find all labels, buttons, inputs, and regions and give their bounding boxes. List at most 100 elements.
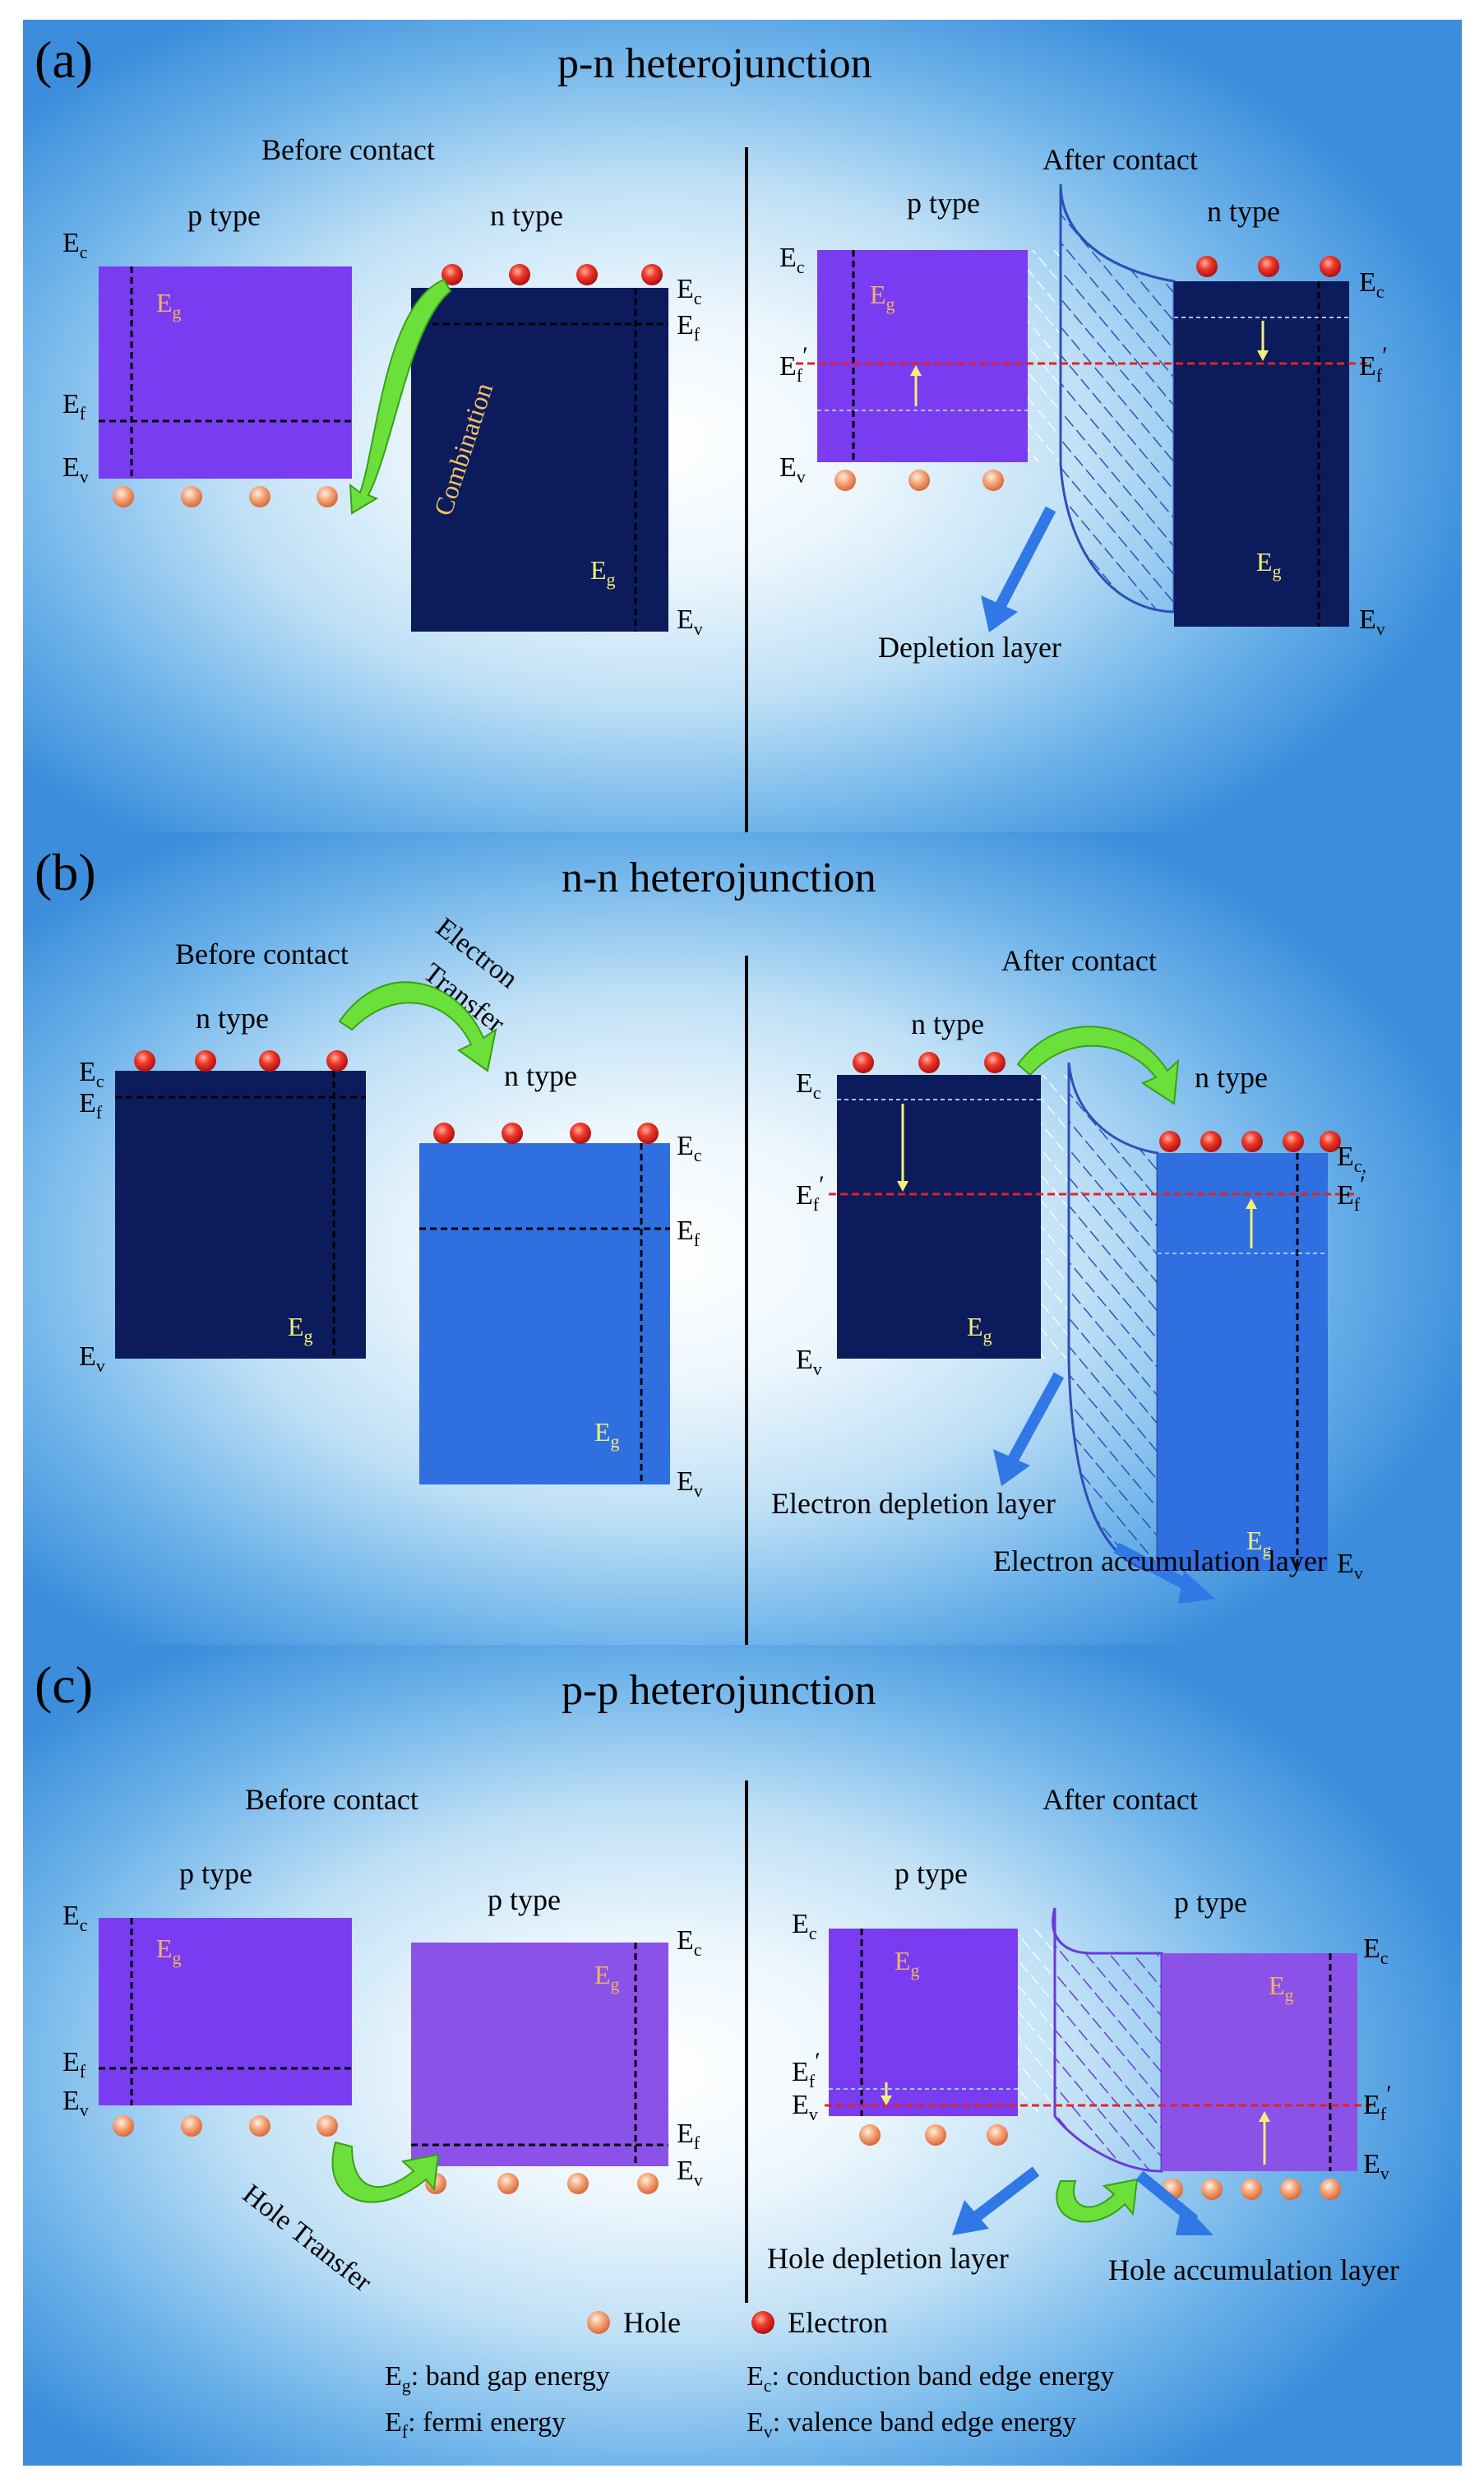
hole bbox=[249, 486, 270, 507]
band-bending-curve bbox=[1052, 1907, 1093, 1955]
ev-label: Ev bbox=[1363, 2149, 1389, 2184]
ev-label: Ev bbox=[779, 452, 806, 487]
hole bbox=[1201, 2179, 1223, 2200]
accumulation-pointer-arrow bbox=[1113, 1542, 1198, 1595]
ev-label: Ev bbox=[677, 2156, 703, 2190]
hole-transfer-arrow bbox=[331, 2141, 440, 2203]
right-type-label: p type bbox=[488, 1883, 561, 1916]
hole bbox=[637, 2173, 659, 2194]
electron-transfer-arrow bbox=[338, 981, 497, 1072]
depletion-pointer-arrow bbox=[992, 506, 1056, 615]
electron bbox=[326, 1050, 348, 1072]
band-bending-curve bbox=[1059, 183, 1175, 283]
hole bbox=[181, 2115, 202, 2137]
p-type-band bbox=[99, 1918, 352, 2105]
ec-prime-label: Ec, bbox=[1337, 1142, 1366, 1176]
n-type-band bbox=[115, 1071, 366, 1359]
electron bbox=[1200, 1131, 1222, 1152]
panel-title: n-n heterojunction bbox=[562, 854, 876, 901]
legend-ev: Ev: valence band edge energy bbox=[747, 2407, 1076, 2442]
hole bbox=[567, 2173, 589, 2194]
ev-label: Ev bbox=[79, 1341, 105, 1376]
ec-label: Ec bbox=[62, 228, 88, 262]
combination-arrow bbox=[349, 278, 452, 515]
ef-prime-label: Ef′ bbox=[792, 2048, 821, 2091]
electron bbox=[1320, 256, 1341, 277]
p-type-band bbox=[99, 266, 352, 479]
electron bbox=[1283, 1131, 1304, 1152]
ev-label: Ev bbox=[677, 1466, 703, 1501]
depletion-hatch bbox=[1018, 1929, 1055, 2116]
p-type-band bbox=[411, 1943, 668, 2166]
ef-label: Ef bbox=[62, 389, 86, 424]
ec-label: Ec bbox=[677, 1131, 702, 1165]
hole-transfer-arrow bbox=[1056, 2178, 1139, 2223]
fermi-shift-arrowhead bbox=[881, 2096, 892, 2105]
accumulation-pointer-arrowhead bbox=[1178, 1571, 1215, 1604]
ev-label: Ev bbox=[1337, 1549, 1363, 1583]
hole bbox=[925, 2124, 946, 2146]
eg-label: Eg bbox=[967, 1312, 992, 1346]
ef-prime-label: Ef′ bbox=[796, 1171, 825, 1215]
hole bbox=[1280, 2179, 1301, 2200]
electron bbox=[502, 1123, 523, 1144]
depletion-layer-label: Depletion layer bbox=[878, 631, 1061, 664]
right-type-label: n type bbox=[490, 199, 563, 232]
ef-prime-label: Ef′ bbox=[779, 342, 808, 386]
electron bbox=[259, 1050, 280, 1072]
p-type-band bbox=[829, 1929, 1018, 2116]
ef-prime-label: Ef′ bbox=[1359, 342, 1388, 386]
left-type-label: p type bbox=[895, 1857, 968, 1890]
n-type-band bbox=[1158, 1153, 1328, 1571]
electron bbox=[195, 1050, 216, 1072]
eg-label: Eg bbox=[1256, 547, 1282, 581]
hole bbox=[497, 2173, 519, 2194]
electron bbox=[509, 264, 530, 285]
eg-label: Eg bbox=[156, 1934, 182, 1968]
fermi-shift-arrowhead bbox=[1246, 1198, 1257, 1209]
electron-transfer-arrow bbox=[1016, 1026, 1180, 1105]
legend-hole-label: Hole bbox=[623, 2306, 681, 2339]
eg-label: Eg bbox=[594, 1417, 620, 1452]
accumulation-region bbox=[1067, 1062, 1159, 1574]
ef-prime-label: Ef′ bbox=[1337, 1171, 1366, 1215]
left-type-label: n type bbox=[911, 1007, 984, 1040]
panel-letter: (a) bbox=[35, 30, 93, 89]
hole-depletion-label: Hole depletion layer bbox=[767, 2242, 1009, 2275]
hole bbox=[1241, 2179, 1262, 2200]
electron bbox=[918, 1052, 940, 1073]
ec-label: Ec bbox=[1359, 267, 1385, 302]
eg-label: Eg bbox=[590, 555, 616, 590]
eg-label: Eg bbox=[288, 1312, 313, 1346]
hole bbox=[113, 486, 134, 507]
accumulation-pointer-arrowhead bbox=[1176, 2202, 1214, 2235]
ec-label: Ec bbox=[1363, 1934, 1389, 1968]
legend-ec: Ec: conduction band edge energy bbox=[747, 2361, 1114, 2396]
ev-label: Ev bbox=[62, 452, 89, 487]
panel-title: p-n heterojunction bbox=[557, 40, 872, 87]
electron bbox=[853, 1052, 874, 1073]
after-contact-label: After contact bbox=[1042, 143, 1198, 176]
electron bbox=[1159, 1131, 1181, 1152]
electron bbox=[641, 264, 663, 285]
electron bbox=[984, 1052, 1006, 1073]
before-contact-label: Before contact bbox=[175, 938, 349, 970]
hole bbox=[113, 2115, 134, 2137]
left-type-label: p type bbox=[187, 199, 261, 232]
eg-label: Eg bbox=[870, 280, 895, 314]
n-type-band bbox=[411, 288, 668, 632]
hole bbox=[1320, 2179, 1341, 2200]
ec-label: Ec bbox=[677, 1925, 702, 1960]
eg-label: Eg bbox=[156, 288, 182, 322]
left-type-label: p type bbox=[907, 187, 980, 220]
ec-label: Ec bbox=[79, 1057, 104, 1091]
hole bbox=[859, 2124, 881, 2146]
before-contact-label: Before contact bbox=[261, 133, 435, 166]
depletion-pointer-arrowhead bbox=[981, 595, 1018, 632]
legend-eg: Eg: band gap energy bbox=[385, 2361, 610, 2396]
eg-label: Eg bbox=[594, 1960, 620, 1994]
p-type-band bbox=[1162, 1953, 1357, 2171]
ev-label: Ev bbox=[796, 1345, 822, 1379]
hole bbox=[249, 2115, 270, 2137]
ev-label: Ev bbox=[792, 2090, 818, 2124]
